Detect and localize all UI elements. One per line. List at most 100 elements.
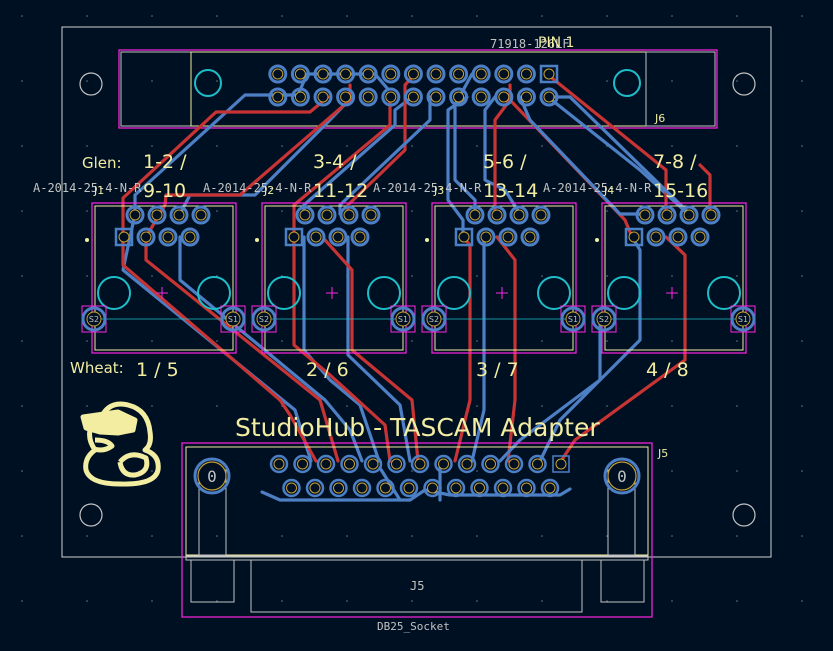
jack-pad	[125, 205, 145, 225]
back-copper-trace	[446, 95, 469, 239]
shield-pad-label: S2	[429, 315, 439, 324]
grid-dot	[281, 15, 283, 17]
grid-dot	[736, 15, 738, 17]
back-copper-trace	[378, 466, 402, 502]
grid-dot	[476, 470, 478, 472]
back-copper-trace	[338, 95, 432, 216]
back-copper-trace	[518, 95, 644, 216]
jack-pad	[328, 227, 348, 247]
j5-pad	[376, 478, 395, 498]
grid-dot	[21, 145, 23, 147]
jack-pad	[487, 205, 507, 225]
grid-dot	[411, 470, 413, 472]
j5-pad	[399, 478, 419, 498]
jack-value-label: A-2014-25-4-N-R	[543, 181, 652, 195]
jack-value-label: A-2014-25-4-N-R	[33, 181, 142, 195]
grid-dot	[476, 15, 478, 17]
grid-dot	[21, 340, 23, 342]
jack-pad	[701, 205, 721, 225]
j6-pads	[268, 64, 559, 107]
j5-pad	[470, 478, 489, 498]
grid-dot	[606, 15, 608, 17]
grid-dot	[281, 210, 283, 212]
grid-dot	[541, 405, 543, 407]
shield-pad	[591, 306, 617, 332]
grid-dot	[541, 535, 543, 537]
j5-pad	[552, 455, 570, 473]
grid-dot	[671, 600, 673, 602]
grid-dot	[606, 535, 608, 537]
grid-dot	[281, 340, 283, 342]
grid-dot	[216, 80, 218, 82]
grid-dot	[671, 275, 673, 277]
j6-pad	[516, 64, 536, 84]
glen-channel-label-2: 13-14	[483, 180, 538, 202]
grid-dot	[281, 145, 283, 147]
front-copper-trace	[698, 163, 712, 216]
jack-pad	[509, 205, 529, 225]
grid-dot	[411, 340, 413, 342]
jack-pad-ring	[469, 209, 481, 221]
j5-db25-connector[interactable]: 0 0 J5 J5 DB25_Socket	[181, 442, 668, 633]
j5-pad	[493, 478, 513, 498]
grid-dot	[801, 275, 803, 277]
j6-pad	[290, 87, 310, 107]
jack-pad	[498, 227, 518, 247]
jack-pad-ring	[672, 231, 684, 243]
grid-dot	[671, 535, 673, 537]
j5-pad	[387, 454, 406, 474]
mounting-hole-top-left	[79, 72, 103, 96]
jack-pad-ring	[705, 209, 717, 221]
jack-hole	[267, 276, 301, 310]
jack-pad	[350, 227, 370, 247]
grid-dot	[151, 405, 153, 407]
wheat-channel-label: 4 / 8	[646, 359, 689, 381]
jack-courtyard	[601, 202, 747, 354]
grid-dot	[671, 15, 673, 17]
shield-pad-label: S1	[568, 315, 578, 324]
grid-dot	[86, 275, 88, 277]
j5-pads	[269, 454, 570, 498]
shield-pad	[251, 306, 277, 332]
j6-connector[interactable]: 71918-126LF PIN 1 J6	[118, 35, 718, 129]
jack-pad-ring	[502, 231, 514, 243]
pin1-dot	[255, 238, 259, 242]
grid-dot	[21, 80, 23, 82]
jack-pad	[476, 227, 496, 247]
jack-pad-ring	[628, 231, 640, 243]
jack-pad-ring	[129, 209, 141, 221]
shield-pad-ring	[565, 311, 581, 327]
shield-pad-label: S1	[228, 315, 238, 324]
jack-pad	[646, 227, 666, 247]
jack-hole	[367, 276, 401, 310]
front-copper-trace	[292, 235, 392, 463]
jack-ref-label: J2	[263, 184, 274, 197]
back-copper-trace	[498, 318, 602, 463]
jack-pad-ring	[195, 209, 207, 221]
pin1-dot	[425, 238, 429, 242]
j6-ref-label: J6	[654, 112, 665, 125]
grid-dot	[541, 600, 543, 602]
j6-pad	[358, 87, 378, 107]
jack-courtyard	[431, 202, 577, 354]
shield-pad-ring	[256, 311, 272, 327]
jack-pad-ring	[118, 231, 130, 243]
jack-pad-ring	[299, 209, 311, 221]
grid-dot	[151, 80, 153, 82]
j6-value-label: 71918-126LF	[490, 37, 569, 51]
shield-pad-label: S2	[259, 315, 269, 324]
grid-dot	[346, 15, 348, 17]
jack-outline	[604, 205, 744, 351]
grid-dot	[541, 340, 543, 342]
glen-channel-label-2: 15-16	[653, 180, 708, 202]
jack-center-mark	[326, 287, 338, 299]
mounting-hole-bottom-right	[732, 503, 756, 527]
grid-dot	[21, 405, 23, 407]
board-edge-outline	[61, 26, 772, 558]
